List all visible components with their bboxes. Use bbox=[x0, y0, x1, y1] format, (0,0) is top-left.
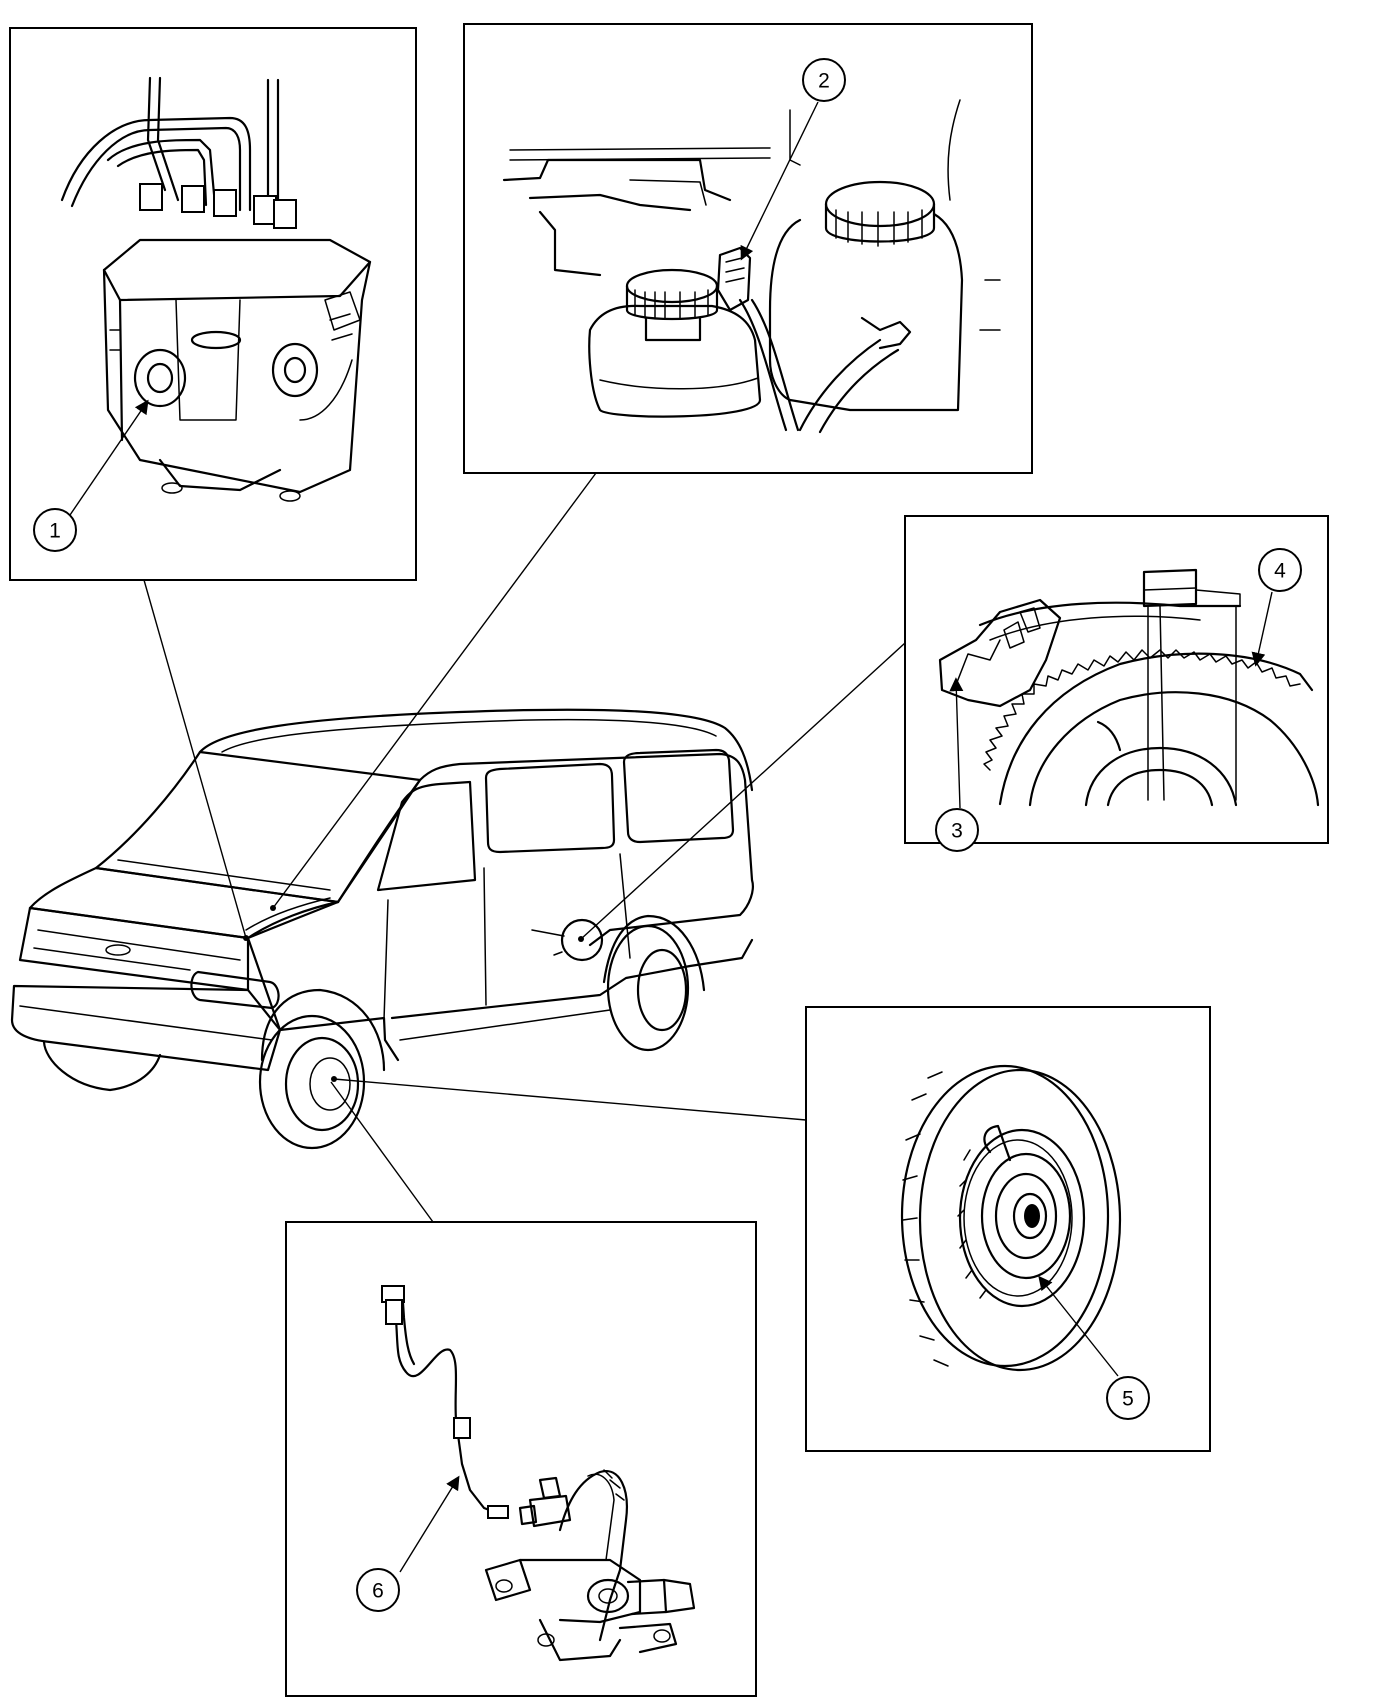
callout-5: 5 bbox=[1106, 1376, 1150, 1420]
leader-line-rotor bbox=[333, 1078, 807, 1121]
callout-6-label: 6 bbox=[372, 1580, 384, 1603]
inset-frame-2 bbox=[463, 23, 1033, 474]
leader-line-front-sensor bbox=[330, 1081, 434, 1223]
inset-frame-3 bbox=[904, 515, 1329, 844]
inset-connector-location bbox=[463, 23, 1033, 474]
inset-frame-6 bbox=[285, 1221, 757, 1697]
leader-line-rear-sensor bbox=[580, 642, 906, 940]
callout-2-label: 2 bbox=[818, 70, 830, 93]
callout-3-label: 3 bbox=[951, 820, 963, 843]
callout-4: 4 bbox=[1258, 548, 1302, 592]
inset-front-rotor-tone-ring bbox=[805, 1006, 1211, 1452]
van-illustration bbox=[10, 708, 754, 1150]
callout-1-label: 1 bbox=[49, 520, 61, 543]
inset-frame-1 bbox=[9, 27, 417, 581]
inset-front-wheel-sensor bbox=[285, 1221, 757, 1697]
inset-rear-sensor-tone-ring bbox=[904, 515, 1329, 844]
callout-1: 1 bbox=[33, 508, 77, 552]
inset-frame-5 bbox=[805, 1006, 1211, 1452]
callout-6: 6 bbox=[356, 1568, 400, 1612]
callout-5-label: 5 bbox=[1122, 1388, 1134, 1411]
leader-lines bbox=[143, 472, 906, 1223]
callout-3: 3 bbox=[935, 808, 979, 852]
leader-line-connector bbox=[272, 472, 597, 909]
callout-4-label: 4 bbox=[1274, 560, 1286, 583]
inset-hydraulic-control-unit bbox=[9, 27, 417, 581]
callout-2: 2 bbox=[802, 58, 846, 102]
